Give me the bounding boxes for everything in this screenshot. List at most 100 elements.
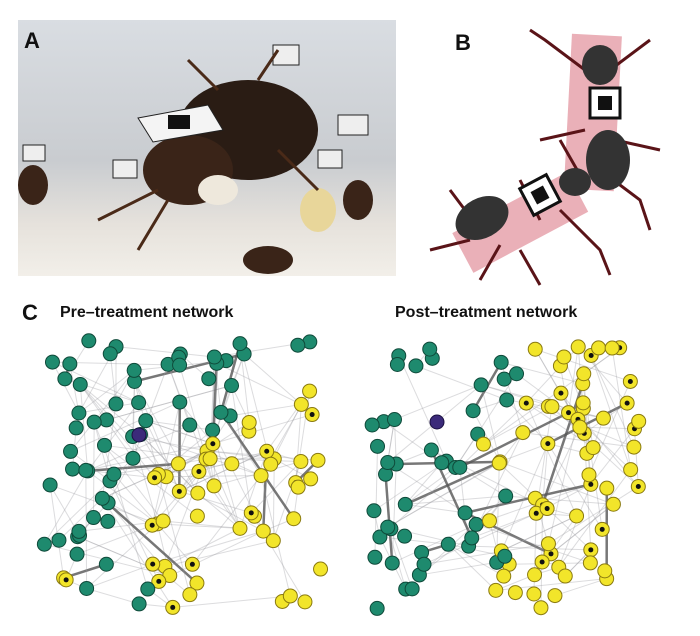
untreated-node	[213, 404, 229, 420]
node-marker-dot	[545, 441, 551, 447]
untreated-node	[397, 496, 413, 512]
treated-node	[533, 600, 549, 616]
network-edge	[405, 503, 466, 514]
network-edge	[197, 492, 241, 529]
network-edge	[448, 543, 505, 577]
network-edge	[85, 443, 213, 471]
network-edge	[198, 471, 241, 529]
node-marker-dot	[599, 526, 605, 532]
network-edge	[86, 587, 140, 605]
network-edge	[558, 484, 592, 568]
node-marker-dot	[309, 412, 315, 418]
treated-node	[206, 478, 222, 494]
network-edge	[568, 346, 579, 413]
network-edge	[101, 498, 174, 608]
untreated-node	[408, 358, 424, 374]
panel-c-label: C	[22, 300, 38, 325]
treated-node	[599, 480, 615, 496]
treated-node	[189, 508, 205, 524]
network-edge	[230, 403, 302, 417]
network-edge	[70, 401, 180, 452]
network-edge	[79, 384, 155, 479]
network-edge	[542, 443, 549, 505]
network-edge	[132, 364, 169, 459]
untreated-node	[94, 490, 110, 506]
treated-node	[581, 467, 597, 483]
treated-node	[310, 452, 326, 468]
untreated-node	[498, 488, 514, 504]
network-edge	[391, 463, 397, 564]
treated-node	[570, 339, 586, 355]
network-edge	[480, 384, 501, 463]
network-edge	[115, 346, 215, 358]
untreated-node	[387, 412, 402, 428]
untreated-node	[81, 333, 97, 349]
node-marker-dot	[544, 506, 550, 512]
node-marker-dot	[170, 604, 176, 610]
post-treatment-title: Post–treatment network	[395, 304, 578, 321]
network-edge	[85, 470, 88, 589]
treated-node	[582, 555, 598, 571]
untreated-node	[98, 556, 114, 572]
network-edge	[384, 474, 394, 564]
network-edge	[158, 429, 213, 475]
treated-node	[286, 511, 302, 527]
network-edge	[113, 458, 207, 475]
network-edge	[505, 495, 614, 505]
treated-node	[556, 349, 572, 365]
node-marker-dot	[264, 448, 270, 454]
untreated-node	[499, 392, 515, 408]
network-edge	[554, 578, 607, 597]
untreated-node	[397, 528, 413, 544]
network-edge	[49, 484, 65, 578]
network-edge	[191, 475, 262, 565]
network-edge	[104, 444, 207, 460]
treated-node	[515, 425, 531, 441]
panel-a-label: A	[24, 28, 40, 53]
untreated-node	[404, 581, 420, 597]
network-edge	[468, 545, 591, 551]
network-edge	[172, 595, 291, 608]
treated-node	[491, 455, 507, 471]
network-edge	[87, 462, 179, 473]
treated-node	[293, 396, 309, 412]
network-edge	[140, 434, 199, 494]
untreated-node	[457, 505, 473, 521]
node-marker-dot	[588, 547, 594, 553]
untreated-node	[102, 346, 118, 362]
node-marker-dot	[588, 352, 594, 358]
untreated-node	[440, 536, 456, 552]
network-edge	[79, 384, 167, 478]
network-edge	[472, 410, 501, 463]
network-edge	[392, 523, 477, 564]
untreated-node	[108, 396, 124, 412]
untreated-node	[98, 412, 114, 428]
network-edge	[164, 527, 241, 567]
network-edge	[145, 420, 213, 431]
network-edge	[109, 353, 117, 404]
node-marker-dot	[156, 578, 162, 584]
untreated-node	[496, 371, 512, 387]
untreated-node	[57, 371, 73, 387]
network-edge	[272, 461, 302, 541]
network-edge	[132, 381, 136, 459]
network-edge	[522, 432, 634, 448]
untreated-node	[182, 417, 198, 433]
network-edge	[272, 458, 275, 541]
network-edge	[87, 424, 190, 472]
treated-node	[170, 456, 186, 472]
network-edge	[145, 420, 214, 445]
treated-node	[232, 520, 248, 536]
treated-node	[313, 561, 329, 577]
untreated-node	[206, 349, 222, 365]
untreated-node	[100, 513, 116, 529]
untreated-node	[509, 366, 525, 382]
untreated-node	[86, 414, 102, 430]
network-edge	[106, 385, 232, 421]
treated-node	[282, 588, 298, 604]
untreated-node	[364, 417, 380, 433]
untreated-node	[224, 378, 240, 394]
treated-node	[265, 533, 281, 549]
node-marker-dot	[548, 551, 554, 557]
network-edge	[213, 485, 241, 529]
